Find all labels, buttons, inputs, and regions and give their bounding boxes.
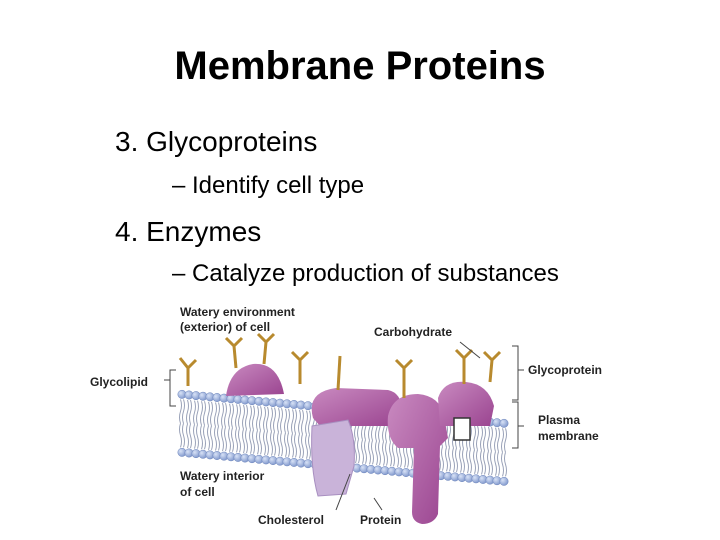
label-protein: Protein xyxy=(360,513,401,527)
label-of-cell: of cell xyxy=(180,485,215,499)
bullet-enzymes: 4. Enzymes xyxy=(115,216,262,247)
bullet-glycoproteins: 3. Glycoproteins xyxy=(115,126,318,157)
leader-lines xyxy=(164,341,524,511)
sub-bullet-identify-cell-type: – Identify cell type xyxy=(172,172,365,199)
label-membrane: membrane xyxy=(538,429,599,443)
label-watery-environment: Watery environment xyxy=(180,305,295,319)
sub-bullet-catalyze: – Catalyze production of substances xyxy=(172,260,559,287)
carbohydrate-chains xyxy=(178,332,502,398)
slide-title: Membrane Proteins xyxy=(174,44,546,88)
label-glycoprotein: Glycoprotein xyxy=(528,363,602,377)
label-watery-interior: Watery interior xyxy=(180,469,265,483)
cholesterol-block xyxy=(311,419,355,497)
label-carbohydrate: Carbohydrate xyxy=(374,325,452,339)
label-cholesterol: Cholesterol xyxy=(258,513,324,527)
lipid-head xyxy=(499,418,509,428)
membrane-proteins xyxy=(226,363,494,524)
label-glycolipid: Glycolipid xyxy=(90,375,148,389)
label-plasma: Plasma xyxy=(538,413,580,427)
transmembrane-protein xyxy=(387,394,448,524)
enzyme-box-icon xyxy=(453,417,471,441)
peripheral-protein xyxy=(311,388,402,426)
glycoprotein-right xyxy=(438,381,494,426)
membrane-diagram: Watery environment (exterior) of cell Ca… xyxy=(90,305,602,527)
label-exterior-of-cell: (exterior) of cell xyxy=(180,320,270,334)
lipid-head xyxy=(499,476,509,486)
glycoprotein-left xyxy=(226,363,284,396)
